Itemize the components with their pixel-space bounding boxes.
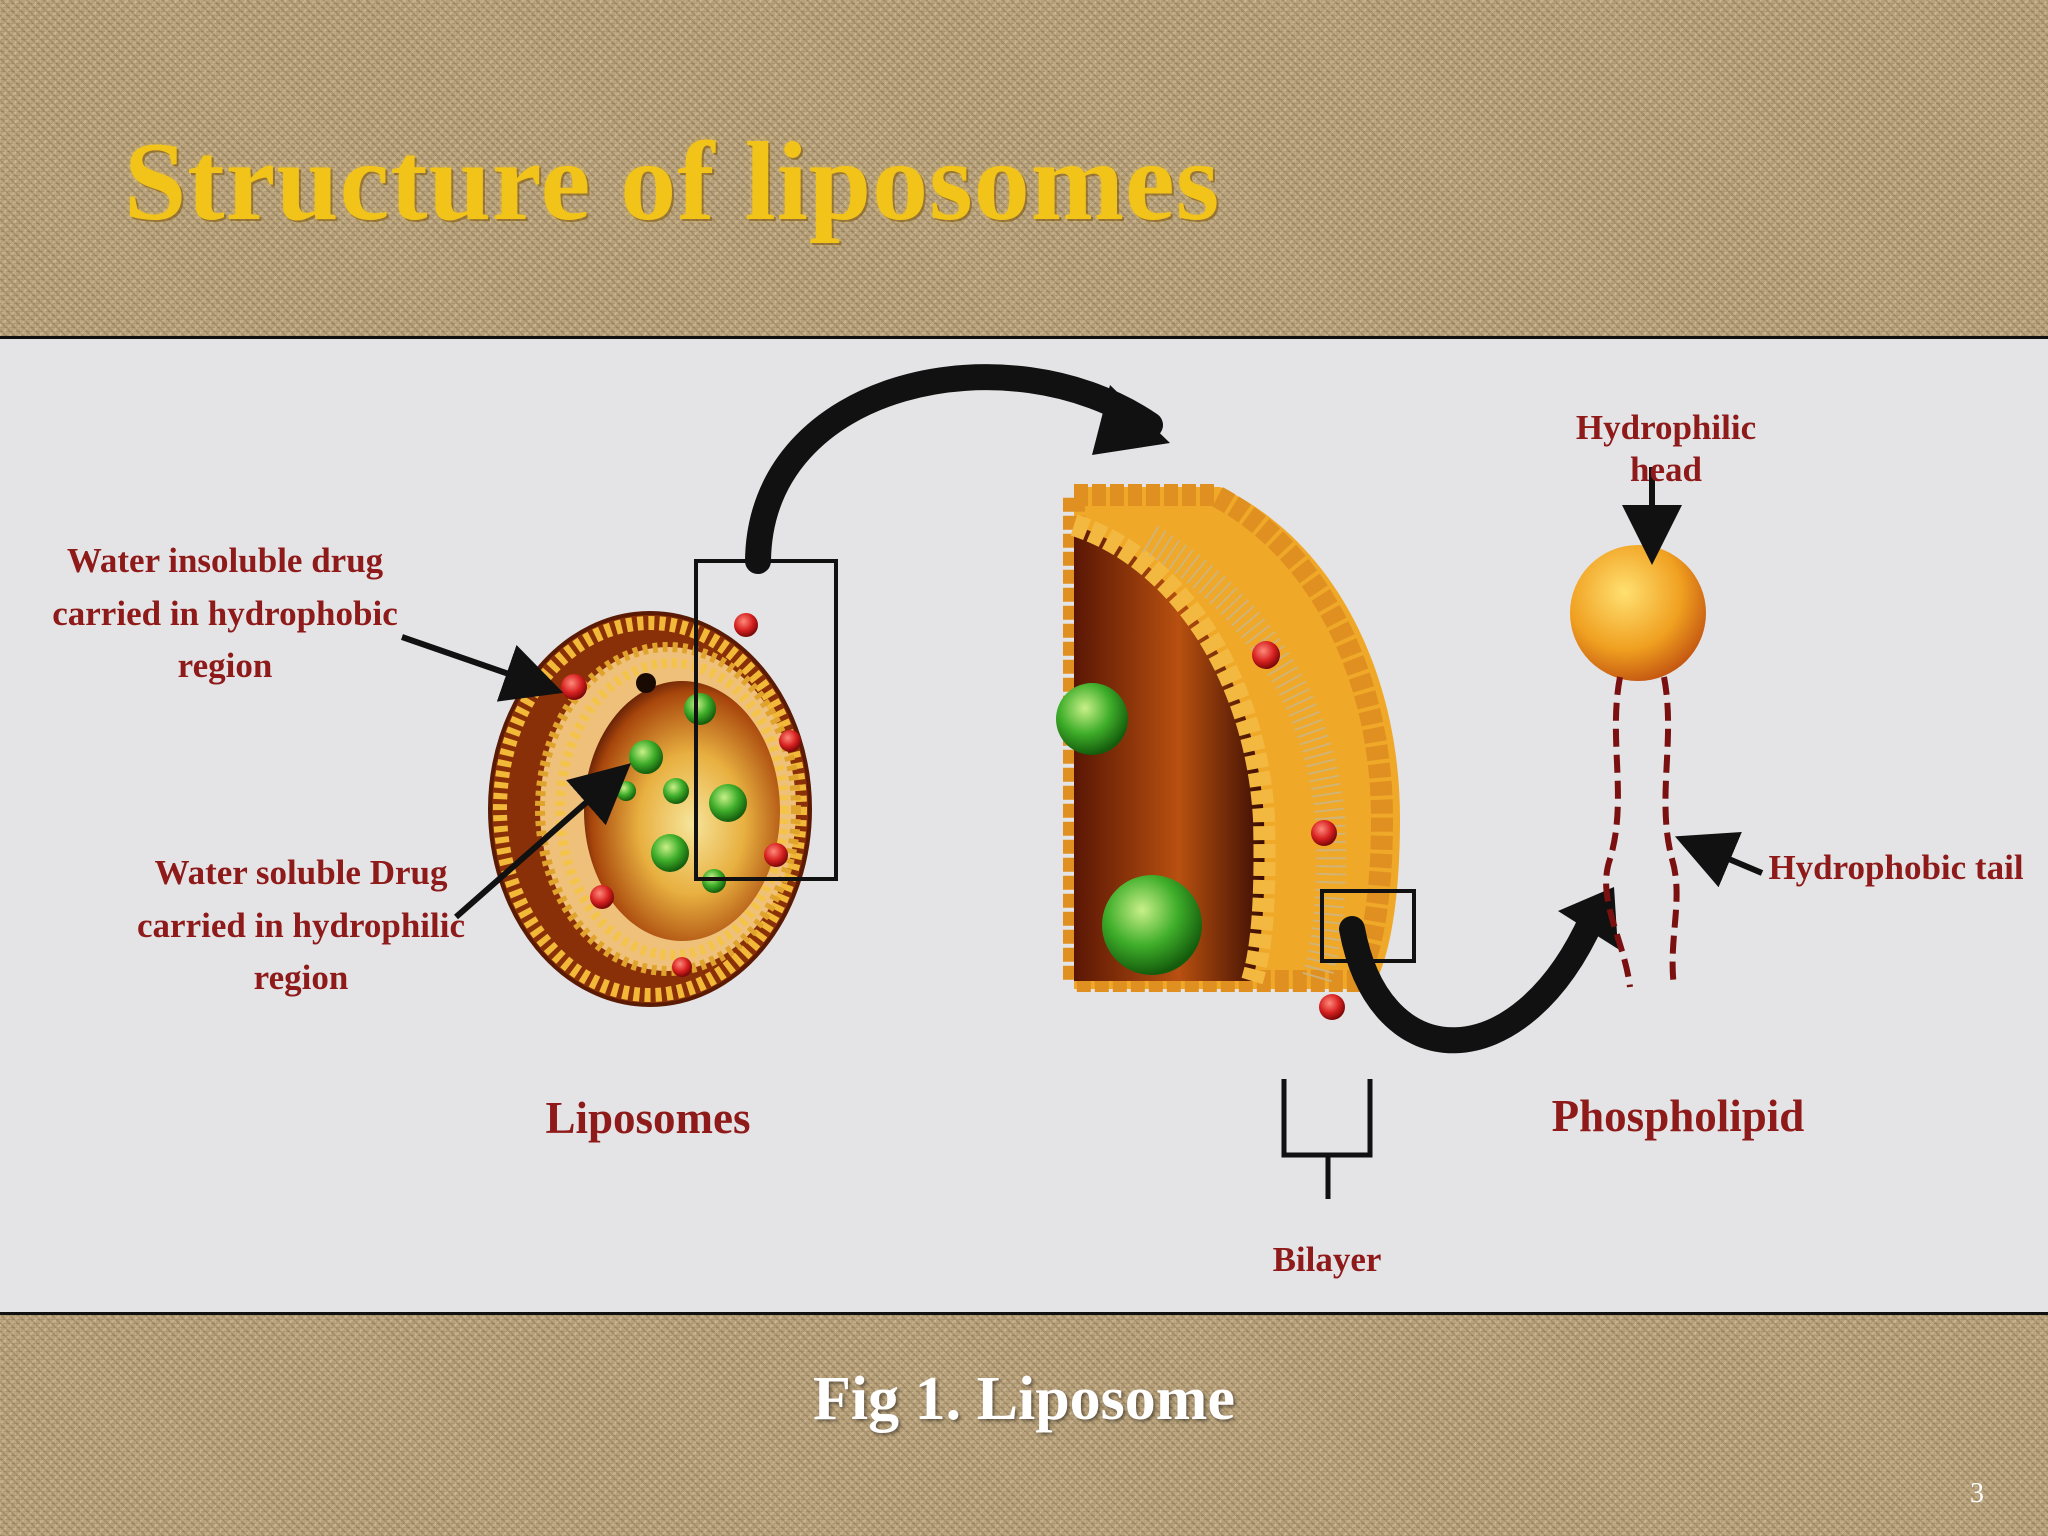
bilayer-label: Bilayer [1272,1240,1382,1279]
zoom-arrow-head [1092,385,1170,455]
liposome-figure: Water insoluble drug carried in hydropho… [0,336,2048,1315]
phospholipid-label: Phospholipid [1551,1091,1805,1141]
hydrophilic-head-label: Hydrophilic head [1575,408,1757,489]
zoom-arrow [745,364,1163,574]
water-soluble-label: Water soluble Drug carried in hydrophili… [137,853,465,997]
soluble-pointer-arrow [454,763,632,920]
phospholipid-arrow-head [1558,887,1618,949]
water-insoluble-label: Water insoluble drug carried in hydropho… [52,541,398,685]
liposome-sphere [488,611,812,1007]
bilayer-brace [1281,1079,1373,1199]
half-liposome [1056,484,1400,1020]
hydrophobic-drug-particles [561,613,801,977]
phospholipid-molecule [1570,545,1706,988]
slide-title: Structure of liposomes [124,120,1221,244]
hydrophilic-head-shape [1570,545,1706,681]
page-number: 3 [1970,1478,1984,1509]
phospholipid-arrow [1339,906,1605,1054]
hydrophobic-tail-label: Hydrophobic tail [1768,848,2024,887]
tail-pointer-arrow [1674,831,1764,888]
liposomes-label: Liposomes [545,1093,751,1143]
figure-caption: Fig 1. Liposome [813,1365,1235,1433]
insoluble-pointer-arrow [401,634,564,702]
liposome-illustration [401,364,1764,1199]
